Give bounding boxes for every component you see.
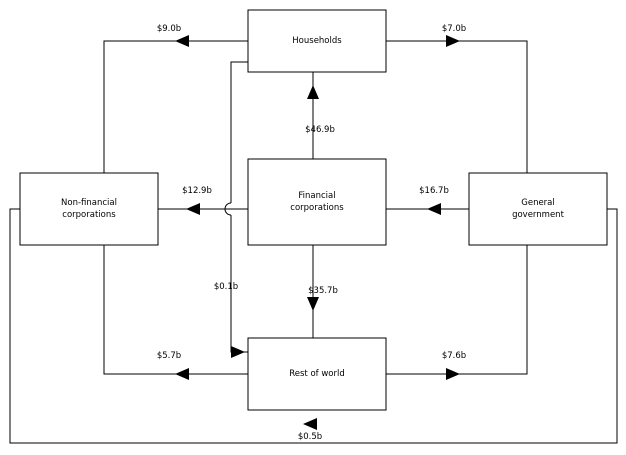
flow-label-rest-of-world-to-general-government: $7.6b — [441, 351, 467, 361]
flow-label-rest-of-world-to-non-financial: $5.7b — [156, 351, 182, 361]
arrow-households-to-rest-of-world — [231, 346, 245, 358]
node-box-households — [247, 9, 387, 73]
line-households-to-non-financial — [103, 40, 248, 173]
flow-label-households-to-non-financial: $9.0b — [156, 24, 182, 34]
line-households-to-rest-of-world-upper — [230, 61, 248, 203]
arrow-households-to-non-financial — [175, 35, 189, 47]
flow-label-households-to-rest-of-world: $0.1b — [213, 282, 239, 292]
arrow-general-government-to-financial — [427, 203, 441, 215]
flow-label-general-government-to-non-financial-bottom: $0.5b — [297, 432, 323, 442]
flow-label-rest-of-world-to-financial: $35.7b — [308, 286, 338, 296]
arrow-households-to-general-government — [446, 35, 460, 47]
node-box-financial-corporations — [247, 158, 387, 246]
arrow-rest-of-world-to-general-government — [446, 368, 460, 380]
arrow-rest-of-world-to-financial — [307, 297, 319, 311]
line-households-to-general-government — [386, 40, 528, 173]
flow-label-general-government-to-financial: $16.7b — [419, 186, 449, 196]
arrow-general-government-to-non-financial-bottom — [303, 418, 317, 430]
line-jump-arc-bottom — [224, 208, 232, 216]
node-box-rest-of-world — [247, 337, 387, 411]
line-jump-arc-top — [224, 202, 232, 210]
flow-label-financial-to-households: $46.9b — [305, 125, 335, 135]
arrow-rest-of-world-to-non-financial — [175, 368, 189, 380]
arrow-financial-to-households — [307, 85, 319, 99]
line-rest-of-world-to-non-financial — [103, 245, 248, 375]
node-box-general-government — [468, 172, 608, 246]
line-rest-of-world-to-general-government — [386, 245, 528, 375]
flow-label-households-to-general-government: $7.0b — [441, 24, 467, 34]
node-box-non-financial-corporations — [19, 172, 159, 246]
line-general-government-to-non-financial-bottom — [9, 208, 618, 444]
flow-label-financial-to-non-financial: $12.9b — [182, 186, 212, 196]
arrow-financial-to-non-financial — [186, 203, 200, 215]
